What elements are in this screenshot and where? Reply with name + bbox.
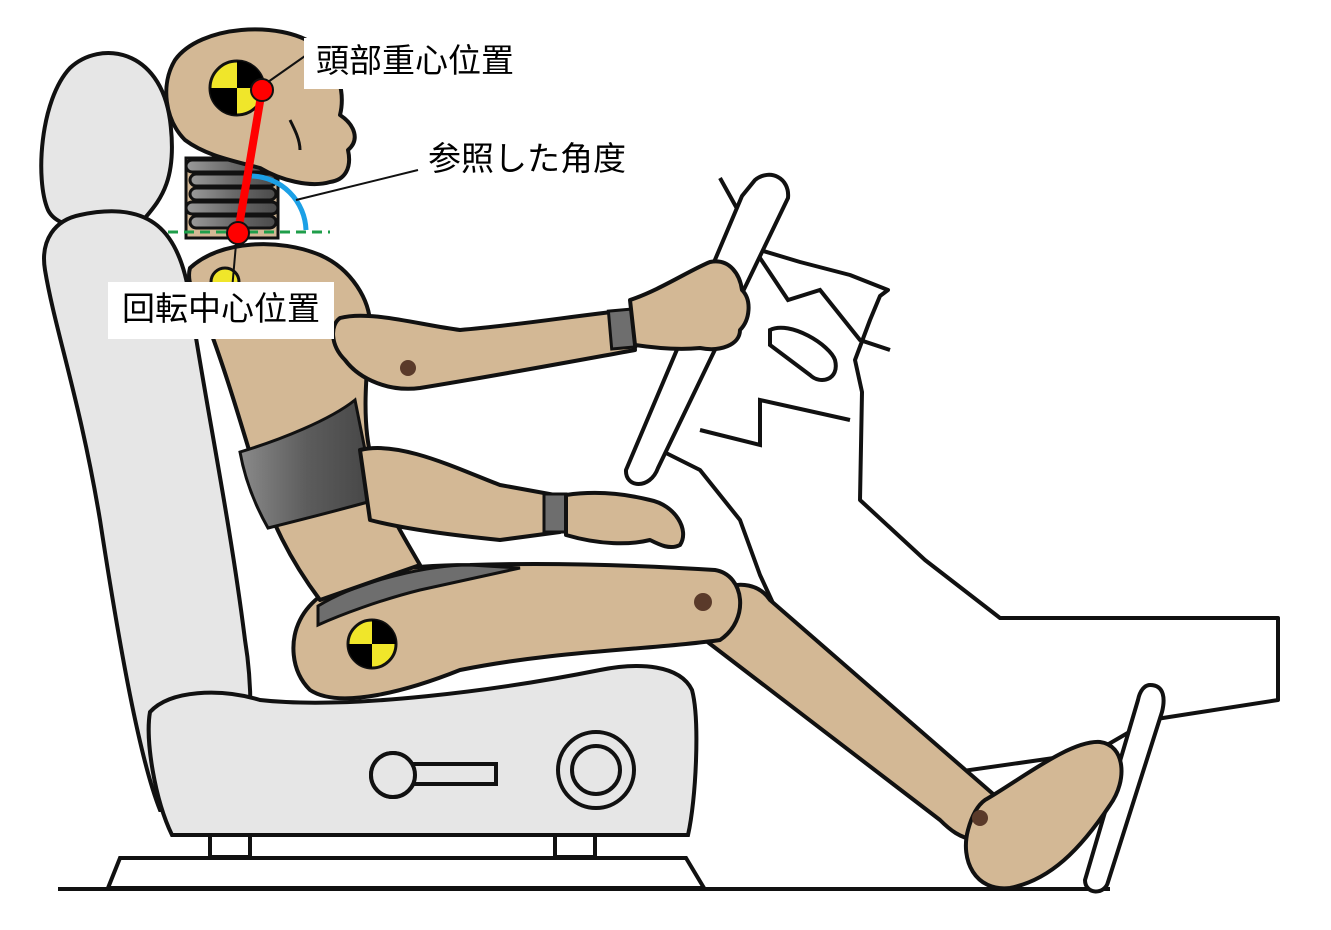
brake-pedal: [1082, 682, 1166, 894]
head-ear-line: [288, 119, 302, 151]
knee-joint: [694, 593, 712, 611]
head-cog-point: [250, 78, 274, 102]
steering-column: [768, 325, 838, 382]
dummy-lower-hand: [564, 490, 686, 550]
head-cog-leader: [267, 55, 306, 83]
dash-detail: [756, 253, 891, 352]
seat-leg-left: [208, 833, 252, 859]
pelvis-cog-marker: [346, 618, 398, 670]
dummy-lower-arm: [358, 446, 562, 542]
rotation-center-point: [226, 221, 250, 245]
seat-rail: [105, 856, 708, 890]
neck-link-line: [234, 89, 266, 233]
abdomen-band: [238, 397, 377, 530]
lower-wrist-band: [542, 492, 568, 534]
reference-angle-arc: [251, 173, 309, 231]
reference-angle-label: 参照した角度: [428, 139, 626, 178]
dummy-foot: [963, 739, 1124, 891]
headrest: [39, 51, 174, 231]
ankle-joint: [972, 810, 988, 826]
seat-recline-lever: [369, 751, 498, 799]
dummy-upper-hand: [628, 259, 751, 351]
seat-height-knob: [556, 730, 636, 810]
rotation-center-label: 回転中心位置: [108, 282, 334, 339]
seat-cushion: [146, 664, 699, 837]
head-cog-label: 頭部重心位置: [304, 38, 524, 89]
elbow-joint: [400, 360, 416, 376]
seat-leg-right: [553, 833, 597, 859]
dash-lower: [699, 397, 851, 448]
angle-leader: [295, 169, 419, 201]
dummy-upper-arm: [331, 308, 637, 391]
